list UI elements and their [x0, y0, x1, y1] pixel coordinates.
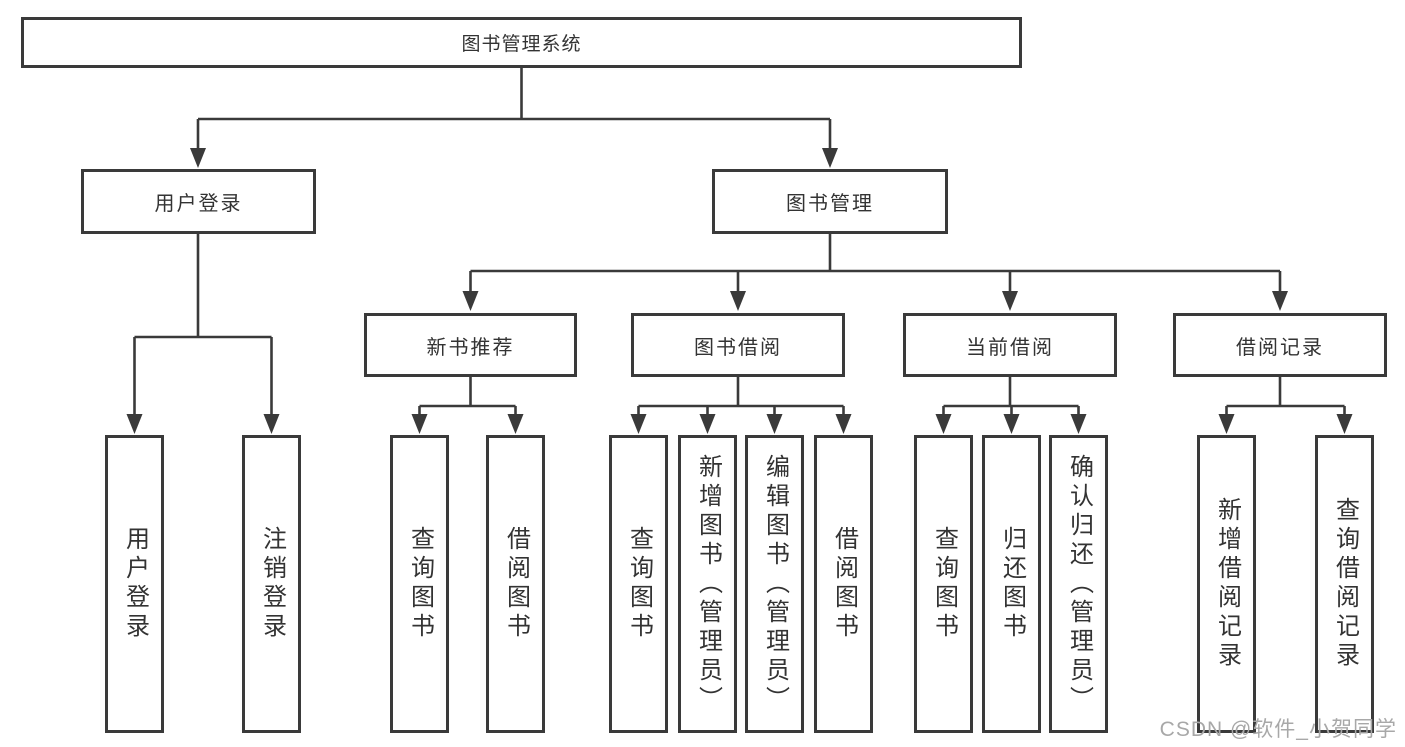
node-add-book-admin: 新增图书（管理员） — [678, 435, 737, 733]
node-borrow-books: 借阅图书 — [814, 435, 873, 733]
node-label: 查询借阅记录 — [1331, 497, 1359, 671]
node-logout: 注销登录 — [242, 435, 301, 733]
node-label: 借阅图书 — [502, 526, 530, 642]
node-label: 查询图书 — [625, 526, 653, 642]
node-book-management: 图书管理 — [712, 169, 948, 234]
node-query-books-current: 查询图书 — [914, 435, 973, 733]
node-confirm-return-admin: 确认归还（管理员） — [1049, 435, 1108, 733]
node-borrow-books-recommend: 借阅图书 — [486, 435, 545, 733]
node-label: 新增借阅记录 — [1213, 497, 1241, 671]
node-add-borrow-record: 新增借阅记录 — [1197, 435, 1256, 733]
node-query-borrow-record: 查询借阅记录 — [1315, 435, 1374, 733]
node-label: 编辑图书（管理员） — [761, 453, 789, 715]
node-label: 注销登录 — [258, 526, 286, 642]
node-return-books: 归还图书 — [982, 435, 1041, 733]
node-label: 用户登录 — [121, 526, 149, 642]
node-label: 归还图书 — [998, 526, 1026, 642]
node-new-book-recommendation: 新书推荐 — [364, 313, 577, 377]
node-borrowing-records: 借阅记录 — [1173, 313, 1387, 377]
node-edit-book-admin: 编辑图书（管理员） — [745, 435, 804, 733]
node-query-books-recommend: 查询图书 — [390, 435, 449, 733]
node-library-management-system: 图书管理系统 — [21, 17, 1022, 68]
node-user-login-action: 用户登录 — [105, 435, 164, 733]
csdn-watermark: CSDN @软件_小贺同学 — [1159, 718, 1397, 741]
node-label: 查询图书 — [930, 526, 958, 642]
node-label: 新增图书（管理员） — [694, 453, 722, 715]
node-label: 确认归还（管理员） — [1065, 453, 1093, 715]
node-label: 借阅图书 — [830, 526, 858, 642]
node-query-books-borrow: 查询图书 — [609, 435, 668, 733]
node-user-login: 用户登录 — [81, 169, 316, 234]
node-book-borrowing: 图书借阅 — [631, 313, 845, 377]
node-label: 查询图书 — [406, 526, 434, 642]
node-current-borrowing: 当前借阅 — [903, 313, 1117, 377]
